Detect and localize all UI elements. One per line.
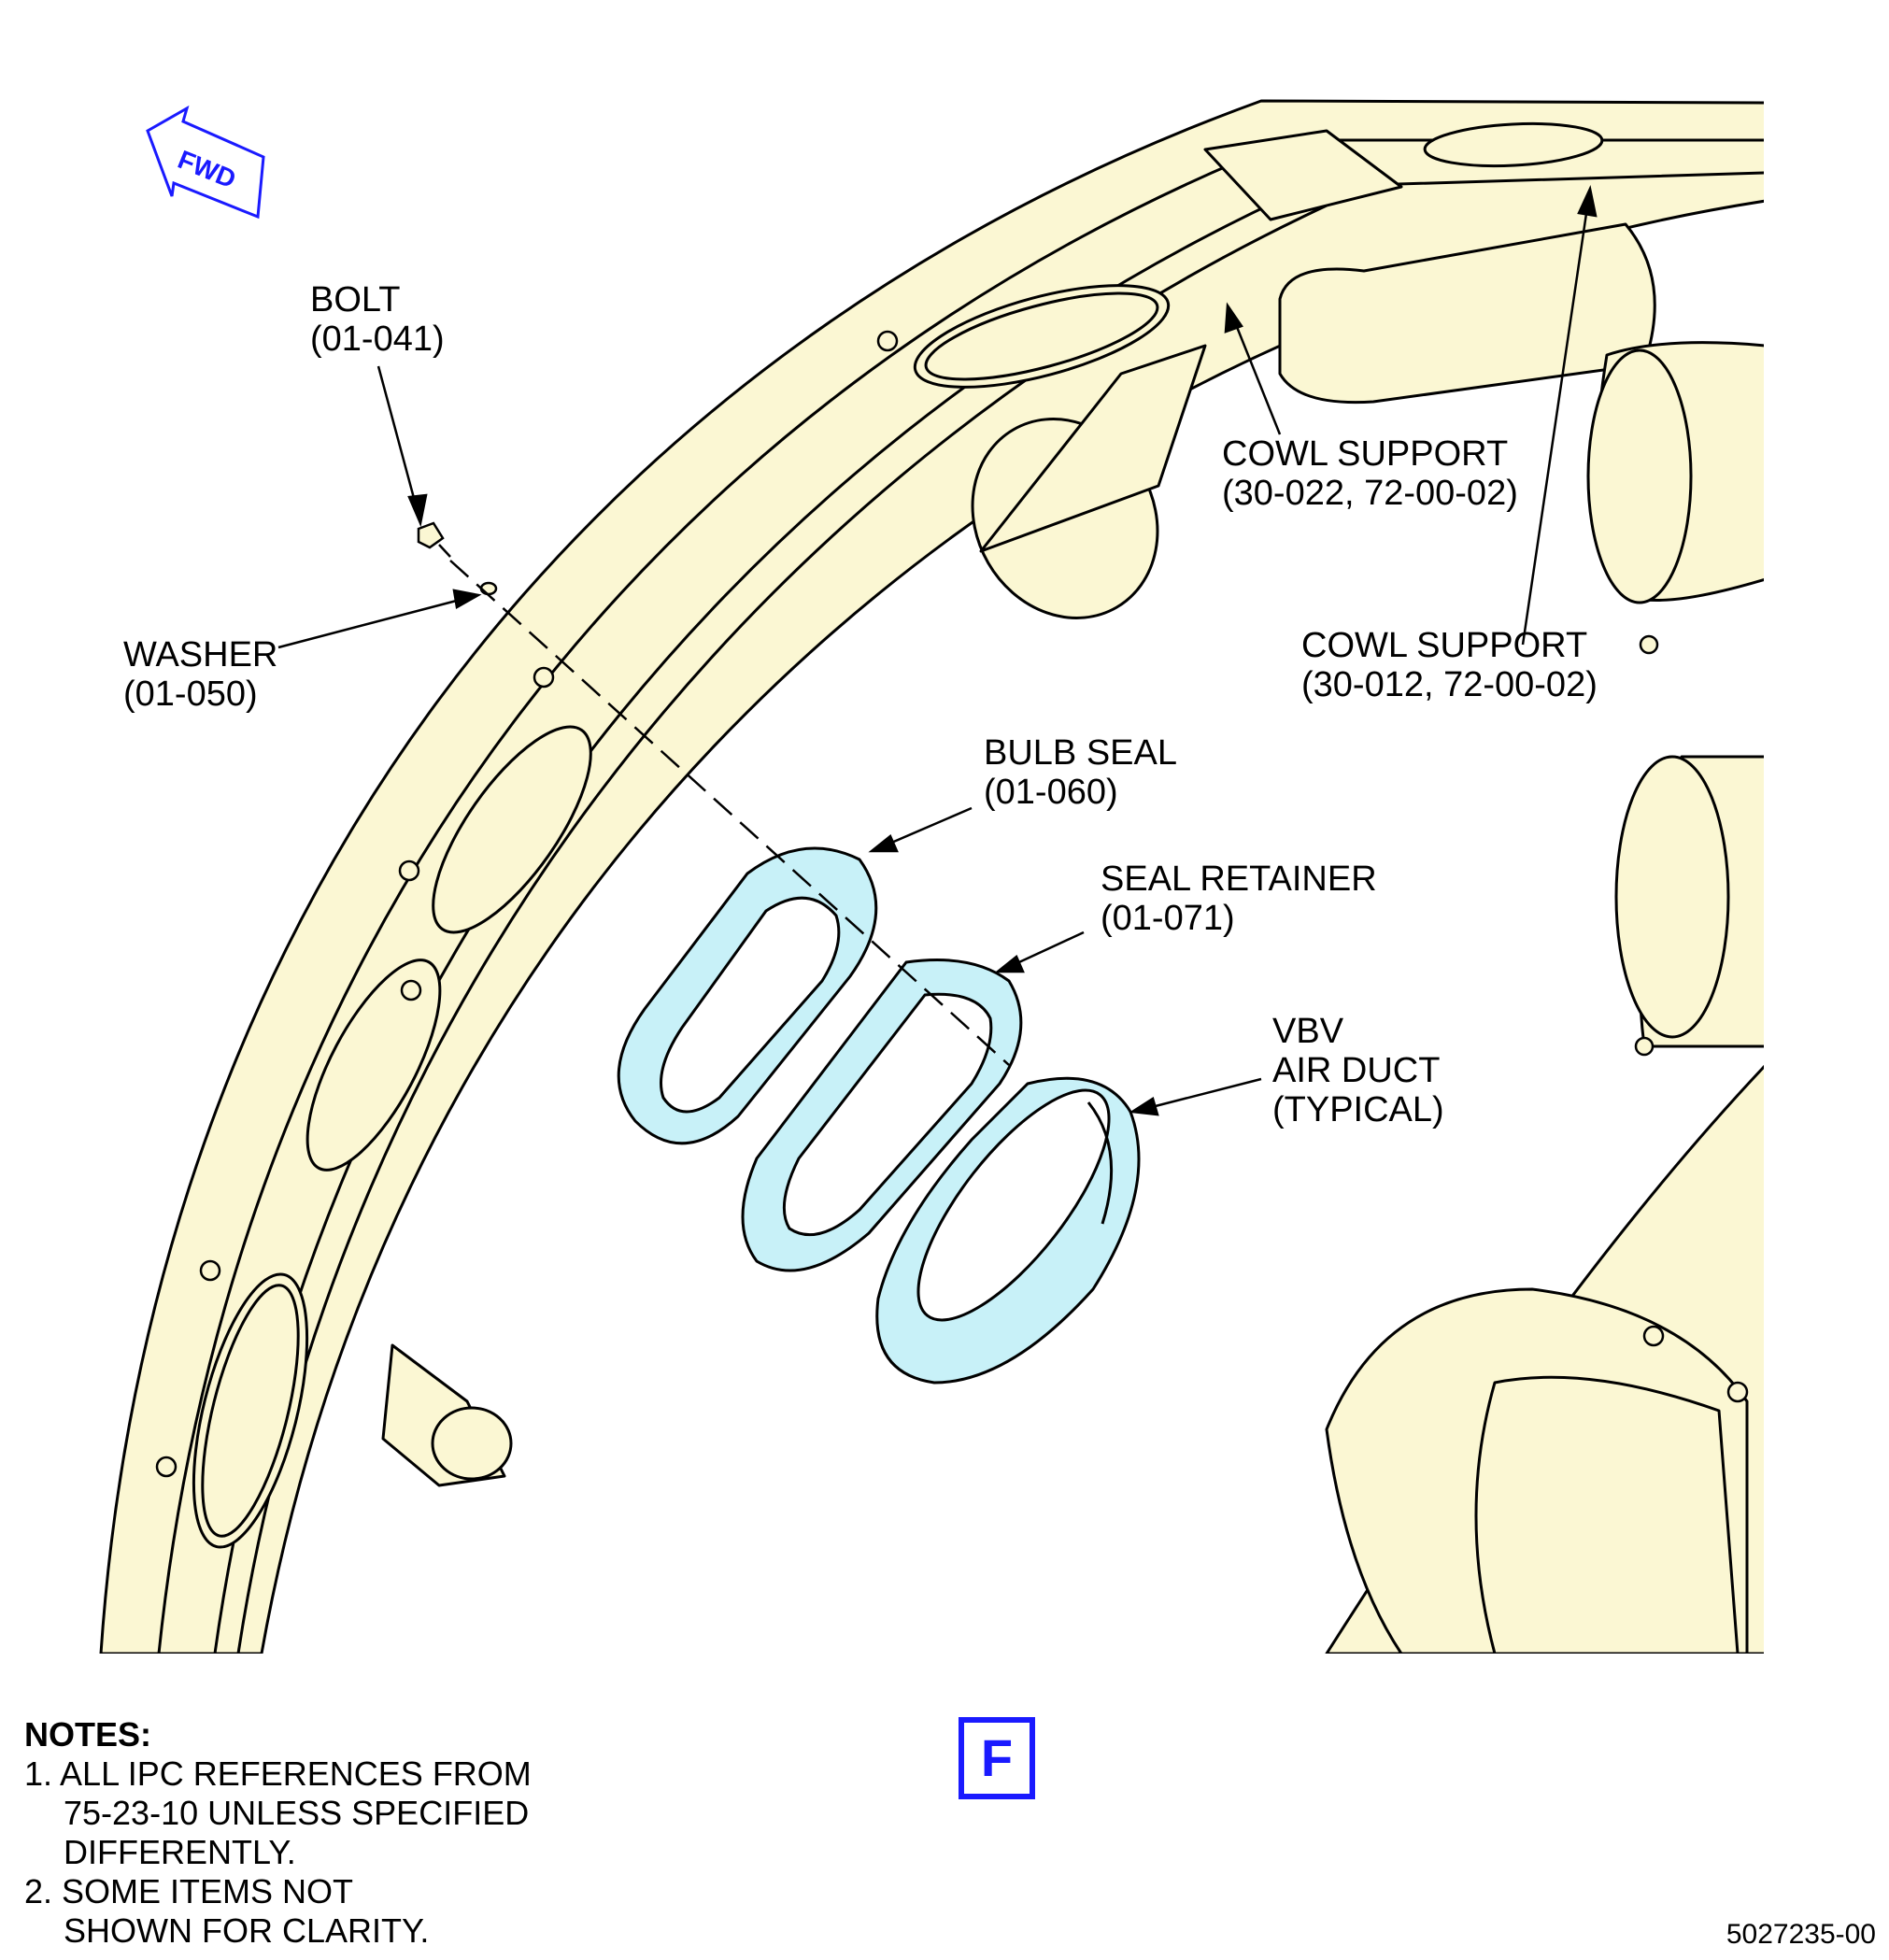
cowl-support-1-callout: COWL SUPPORT (30-022, 72-00-02) [1222, 434, 1518, 513]
fwd-direction-arrow: FWD [146, 105, 265, 220]
washer-part [479, 581, 498, 596]
washer-callout: WASHER (01-050) [123, 635, 277, 714]
note-1-line-2: 75-23-10 UNLESS SPECIFIED [64, 1794, 530, 1832]
bolt-callout: BOLT (01-041) [310, 280, 445, 359]
bulb-seal-callout: BULB SEAL (01-060) [984, 733, 1177, 812]
vbv-line2: AIR DUCT [1272, 1051, 1441, 1090]
cowl-support-1-name: COWL SUPPORT [1222, 434, 1509, 474]
view-label-box: F [959, 1717, 1035, 1799]
figure-number: 5027235-00 [1726, 1919, 1876, 1950]
bulb-seal-ref: (01-060) [984, 773, 1118, 812]
vbv-line1: VBV [1272, 1012, 1344, 1051]
note-2-line-2: SHOWN FOR CLARITY. [64, 1911, 430, 1950]
installation-centerline [449, 560, 1010, 1066]
seal-retainer-callout: SEAL RETAINER (01-071) [1101, 859, 1377, 938]
vbv-line3: (TYPICAL) [1272, 1090, 1444, 1129]
seal-retainer-name: SEAL RETAINER [1101, 859, 1377, 899]
notes-heading: NOTES: [24, 1715, 152, 1754]
seal-retainer [741, 959, 1023, 1272]
bolt-ref: (01-041) [310, 320, 445, 359]
note-1-line-1: 1. ALL IPC REFERENCES FROM [24, 1754, 532, 1793]
washer-name: WASHER [123, 635, 278, 675]
bolt-part [417, 521, 451, 558]
bulb-seal-name: BULB SEAL [984, 733, 1177, 773]
duct-upper-1 [1278, 222, 1656, 405]
cowl-support-1-ref: (30-022, 72-00-02) [1222, 474, 1518, 513]
vbv-air-duct-callout: VBV AIR DUCT (TYPICAL) [1272, 1012, 1444, 1129]
cowl-support-2-ref: (30-012, 72-00-02) [1301, 665, 1598, 704]
washer-ref: (01-050) [123, 675, 258, 714]
notes-block: NOTES: 1. ALL IPC REFERENCES FROM 75-23-… [24, 1715, 532, 1951]
bulb-seal [617, 846, 878, 1145]
note-1-line-3: DIFFERENTLY. [64, 1833, 296, 1871]
cowl-support-2-name: COWL SUPPORT [1301, 626, 1588, 665]
cowl-support-2-callout: COWL SUPPORT (30-012, 72-00-02) [1301, 626, 1598, 704]
note-2-line-1: 2. SOME ITEMS NOT [24, 1872, 354, 1910]
view-label: F [980, 1728, 1014, 1787]
seal-retainer-ref: (01-071) [1101, 899, 1235, 938]
bolt-name: BOLT [310, 280, 401, 320]
